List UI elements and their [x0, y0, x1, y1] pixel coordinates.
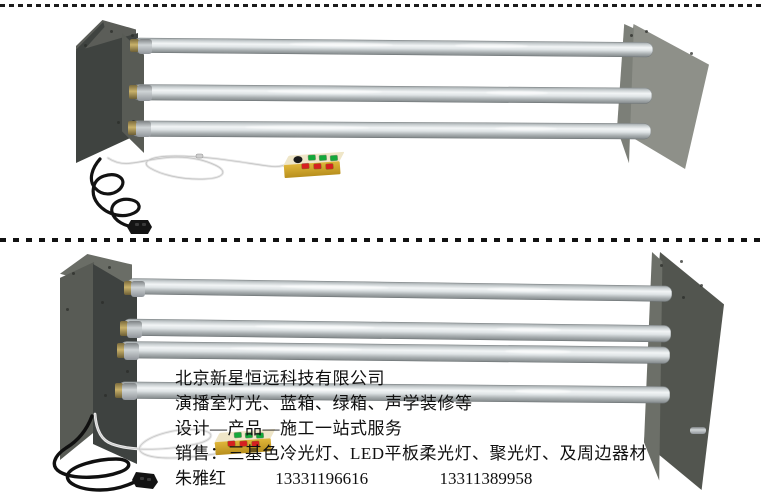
tube-collar-b2	[120, 321, 128, 336]
tube-collar-3	[128, 121, 137, 135]
contact-phone-2: 13311389958	[439, 469, 533, 488]
process-line: 设计—产品—施工一站式服务	[175, 419, 403, 438]
pendant-button-red-3[interactable]	[325, 163, 334, 170]
tube-collar-2	[129, 85, 138, 99]
tube-ferrule-b4	[122, 383, 137, 400]
contact-phone-1: 13331196616	[275, 469, 369, 488]
light-tube-1	[132, 37, 654, 58]
pendant-button-green-2[interactable]	[319, 155, 327, 161]
tube-collar-b3	[117, 343, 125, 358]
pendant-button-red-2[interactable]	[313, 163, 322, 169]
tube-collar-b4	[115, 383, 123, 398]
light-tube-3	[130, 120, 652, 140]
services-line: 演播室灯光、蓝箱、绿箱、声学装修等	[175, 394, 473, 413]
hand-pendant-controller[interactable]	[282, 151, 345, 182]
middle-dashed-rule	[0, 238, 765, 242]
mount-pin-right	[690, 427, 706, 434]
light-tube-2	[131, 84, 653, 104]
pendant-button-red-1[interactable]	[301, 163, 310, 169]
contact-name: 朱雅红	[175, 469, 226, 488]
company-overlay-text: 北京新星恒远科技有限公司 演播室灯光、蓝箱、绿箱、声学装修等 设计—产品—施工一…	[175, 366, 765, 491]
pendant-button-green-1[interactable]	[308, 154, 316, 161]
top-dashed-rule	[0, 4, 765, 7]
tube-ferrule-b1	[131, 281, 145, 297]
product-photo-bottom	[0, 244, 765, 498]
light-tube-b1	[126, 278, 673, 302]
pendant-button-green-3[interactable]	[330, 155, 338, 161]
tube-ferrule-b2	[127, 321, 142, 338]
tube-collar-b1	[124, 281, 132, 295]
company-name-line: 北京新星恒远科技有限公司	[175, 369, 385, 388]
product-photo-top	[0, 8, 765, 236]
contact-line: 朱雅红 13331196616 13311389958	[175, 466, 765, 491]
tube-ferrule-2	[137, 85, 152, 101]
tube-ferrule-1	[138, 39, 152, 54]
light-tube-b2	[122, 318, 672, 343]
tube-ferrule-3	[136, 121, 151, 137]
tube-collar-1	[130, 39, 139, 52]
light-tube-b3	[119, 341, 671, 364]
tube-ferrule-b3	[124, 343, 139, 360]
products-line: 销售：三基色冷光灯、LED平板柔光灯、聚光灯、及周边器材	[175, 444, 648, 463]
